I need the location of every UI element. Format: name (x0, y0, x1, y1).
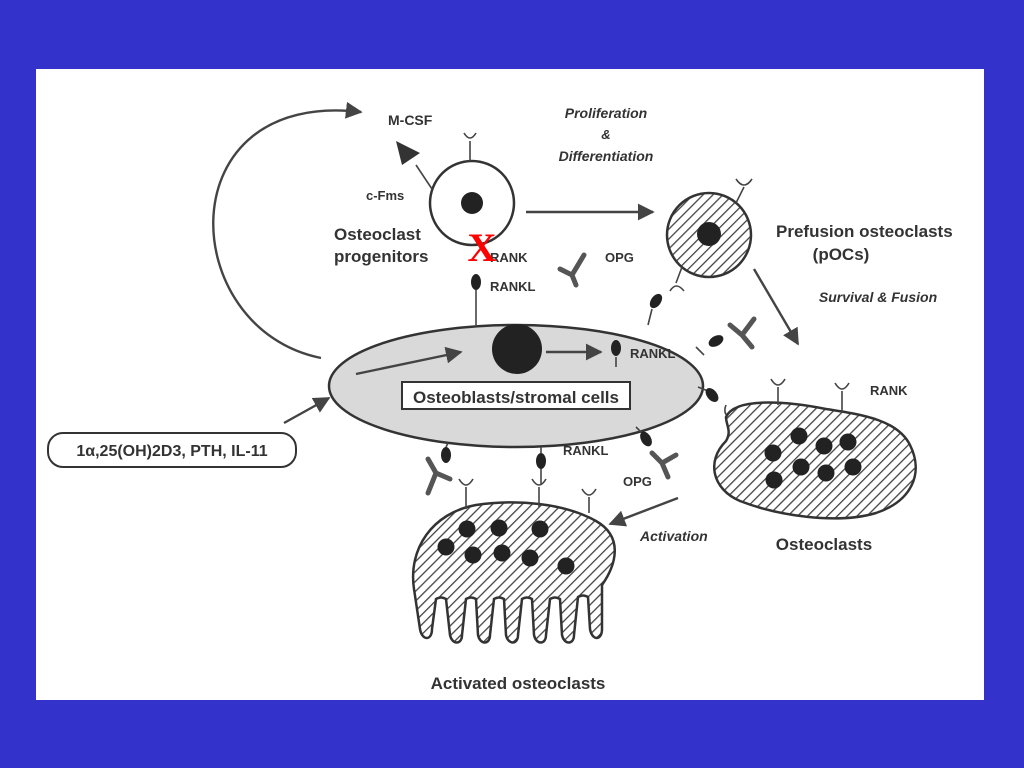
opg-bottom-left-icon (425, 456, 453, 496)
mcsf-label: M-CSF (388, 112, 433, 128)
osteoclast-progenitor-cell (396, 132, 516, 247)
rankl-bottom-ligand-1 (441, 442, 451, 463)
osteoclast-pathway-diagram: Osteoblasts/stromal cells RANKL 1α,25(OH… (47, 101, 953, 693)
rankl-top-ligand (471, 274, 481, 325)
opg-top-label: OPG (605, 250, 634, 265)
hormones-arrow (283, 396, 331, 425)
prolif-label-3: Differentiation (559, 148, 654, 164)
mcsf-triangle-icon (396, 141, 420, 165)
progenitors-label-1: Osteoclast (334, 225, 421, 244)
prefusion-osteoclast-cell (665, 178, 753, 292)
block-x-mark: X (468, 225, 497, 270)
rankl-bottom-ligand-2 (536, 447, 546, 485)
diagram-panel: Osteoblasts/stromal cells RANKL 1α,25(OH… (36, 69, 984, 700)
activated-label: Activated osteoclasts (431, 674, 606, 693)
rankl-right-ligand-1 (695, 335, 724, 356)
osteoclast-cell (712, 378, 917, 520)
opg-right-icon (727, 316, 757, 350)
prolif-label-2: & (601, 127, 610, 142)
progenitors-label-2: progenitors (334, 247, 428, 266)
prefusion-label-2: (pOCs) (813, 245, 870, 264)
rankl-bottom-ligand-3 (635, 426, 652, 447)
activation-arrow (608, 496, 679, 527)
osteoclasts-label: Osteoclasts (776, 535, 872, 554)
rankl-inner-ligand (611, 340, 621, 367)
cfms-label: c-Fms (366, 188, 404, 203)
rank-right-label: RANK (870, 383, 908, 398)
opg-bottom-right-icon (649, 450, 679, 480)
osteoblast-cell: Osteoblasts/stromal cells (327, 323, 705, 449)
feedback-loop-arrow (212, 101, 363, 360)
opg-top-icon (557, 252, 587, 288)
prolif-label-1: Proliferation (565, 105, 647, 121)
activated-osteoclast-cell (411, 478, 616, 644)
osteoblasts-label: Osteoblasts/stromal cells (413, 388, 619, 407)
opg-bottom-label: OPG (623, 474, 652, 489)
activation-label: Activation (639, 528, 708, 544)
rank-top-label: RANK (490, 250, 528, 265)
rankl-prefusion-ligand (647, 293, 663, 326)
rankl-top-label: RANKL (490, 279, 536, 294)
hormones-box: 1α,25(OH)2D3, PTH, IL-11 (47, 432, 297, 468)
fusion-arrow (752, 268, 800, 346)
survival-label: Survival & Fusion (819, 289, 937, 305)
rankl-inner-label: RANKL (630, 346, 676, 361)
hormones-label: 1α,25(OH)2D3, PTH, IL-11 (76, 443, 267, 460)
prefusion-label-1: Prefusion osteoclasts (776, 222, 953, 241)
internal-arrow (355, 346, 463, 376)
rankl-bottom-label: RANKL (563, 443, 609, 458)
